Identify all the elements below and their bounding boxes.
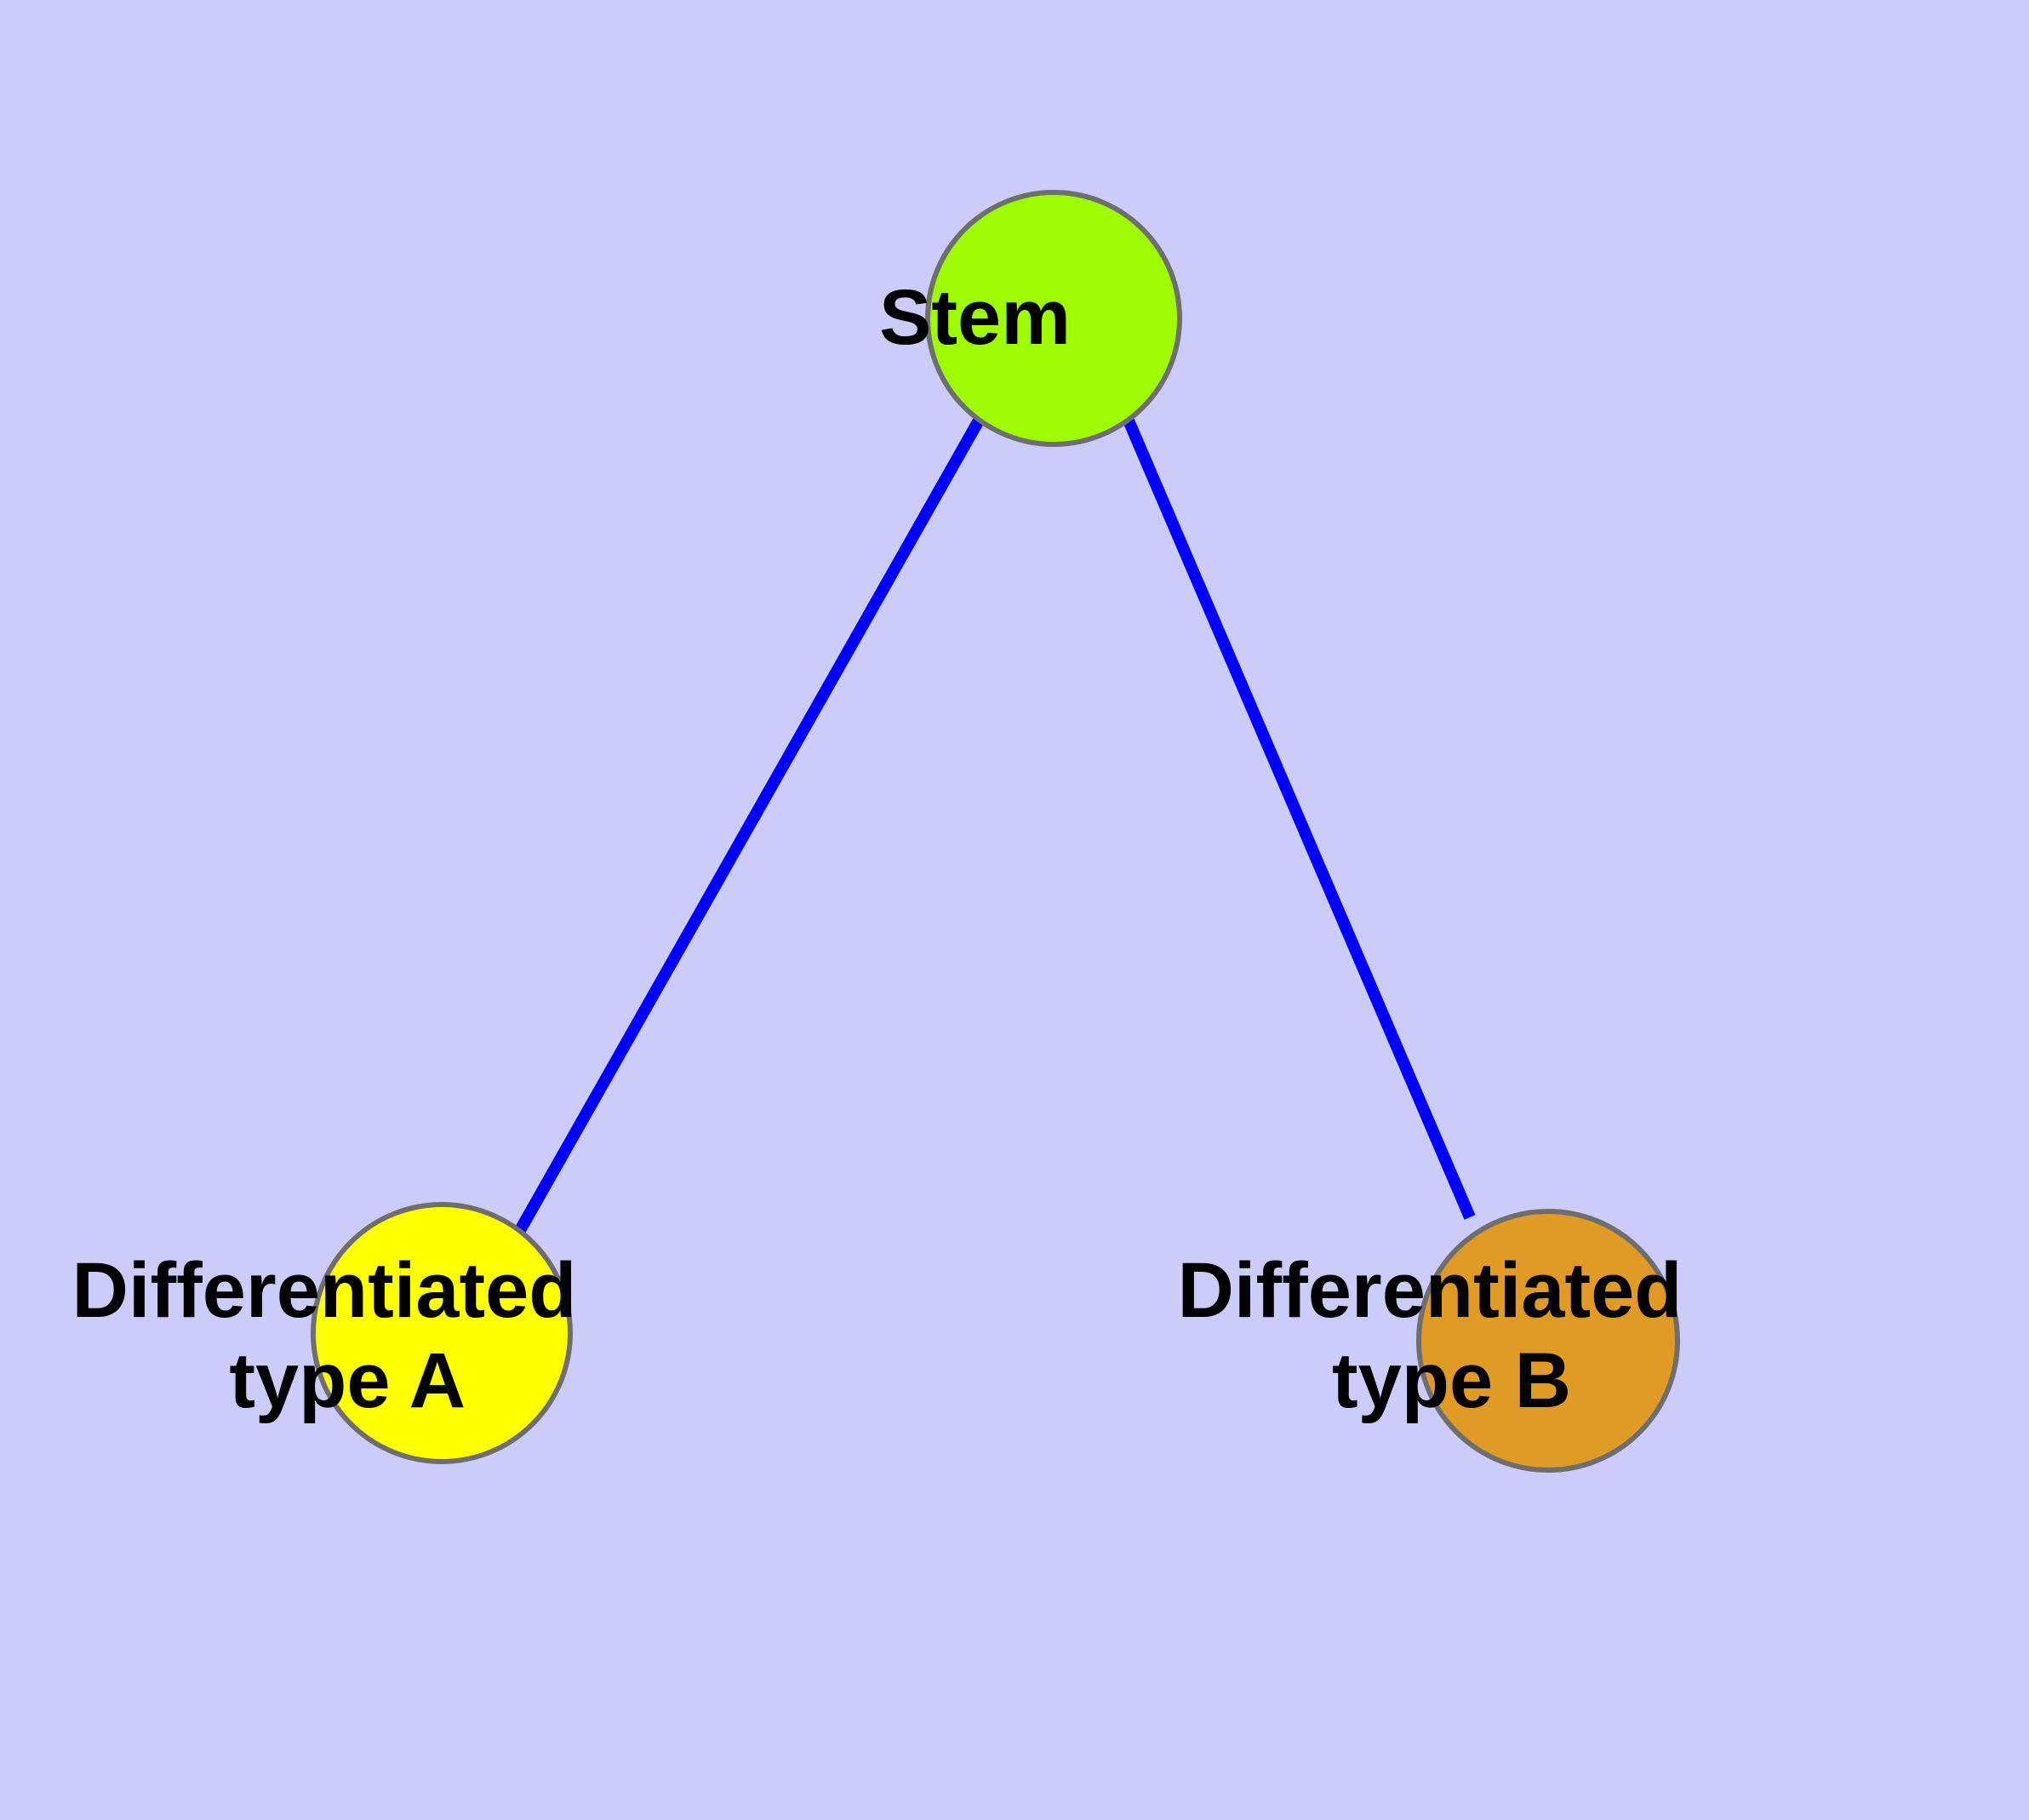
node-differentiated-type-a-label: Differentiated type A [71, 1247, 772, 1424]
node-differentiated-type-b-label-line1: Differentiated [1177, 1247, 1682, 1334]
node-stem-label-line1: Stem [879, 274, 1071, 361]
node-differentiated-type-b-circle[interactable] [1416, 1209, 1680, 1473]
edge-stem-to-differentiated-type-b [1123, 418, 1476, 1220]
node-differentiated-type-a-circle[interactable] [311, 1202, 573, 1464]
node-stem-label: Stem [879, 274, 1223, 361]
node-differentiated-type-b[interactable]: Differentiated type B [1177, 1209, 1878, 1473]
node-differentiated-type-a[interactable]: Differentiated type A [71, 1202, 772, 1464]
node-stem-circle[interactable] [925, 190, 1182, 447]
edge-stem-to-differentiated-type-a [513, 417, 985, 1235]
edge-layer [513, 417, 1476, 1235]
node-differentiated-type-a-label-line2: type A [229, 1337, 464, 1424]
node-stem[interactable]: Stem [879, 190, 1223, 447]
node-differentiated-type-b-label: Differentiated type B [1177, 1247, 1878, 1424]
node-differentiated-type-b-label-line2: type B [1332, 1337, 1571, 1424]
node-differentiated-type-a-label-line1: Differentiated [71, 1247, 576, 1334]
